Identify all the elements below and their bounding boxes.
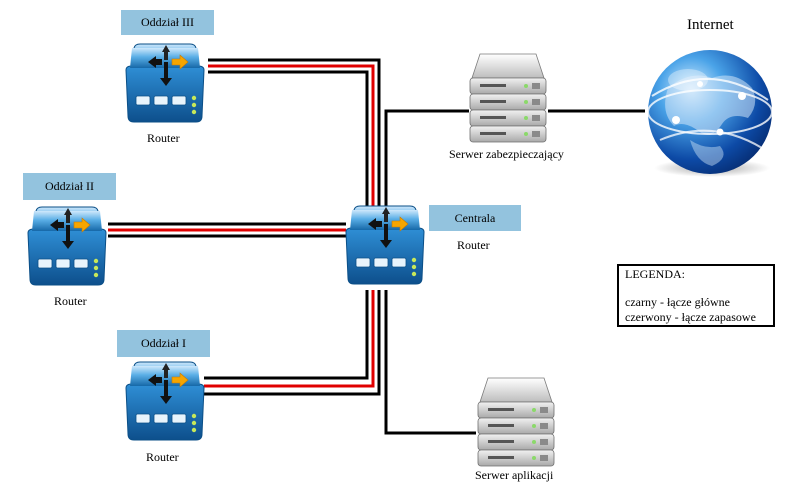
router-icon <box>125 361 205 441</box>
legend-title: LEGENDA: <box>625 267 685 281</box>
legend-box: LEGENDA: czarny - łącze główne czerwony … <box>617 264 775 327</box>
legend-red-entry: czerwony - łącze zapasowe <box>625 310 756 324</box>
router-icon <box>27 206 107 286</box>
link-branch1-main <box>204 290 369 380</box>
tag-central: Centrala <box>429 205 521 231</box>
link-branch3-main-outer <box>208 70 369 206</box>
link-branch3-backup <box>208 64 375 206</box>
link-branch3-main <box>208 58 381 206</box>
link-central-security-server <box>384 109 469 206</box>
router-icon <box>125 43 205 123</box>
router-label-branch3: Router <box>147 131 180 145</box>
tag-branch2: Oddział II <box>23 173 116 200</box>
router-label-branch2: Router <box>54 294 87 308</box>
link-branch1-main-2 <box>204 290 381 396</box>
router-label-central: Router <box>457 238 490 252</box>
security-server-label: Serwer zabezpieczający <box>449 147 564 161</box>
tag-branch3: Oddział III <box>121 10 214 35</box>
app-server-label: Serwer aplikacji <box>475 468 554 482</box>
legend-black-entry: czarny - łącze główne <box>625 295 730 309</box>
globe-icon <box>647 50 773 177</box>
server-icon <box>470 54 546 142</box>
router-icon <box>345 205 425 285</box>
link-branch1-backup <box>204 290 375 388</box>
link-central-app-server <box>384 290 476 435</box>
internet-label: Internet <box>687 17 734 33</box>
server-icon <box>478 378 554 466</box>
tag-branch1: Oddział I <box>117 330 210 357</box>
router-label-branch1: Router <box>146 450 179 464</box>
